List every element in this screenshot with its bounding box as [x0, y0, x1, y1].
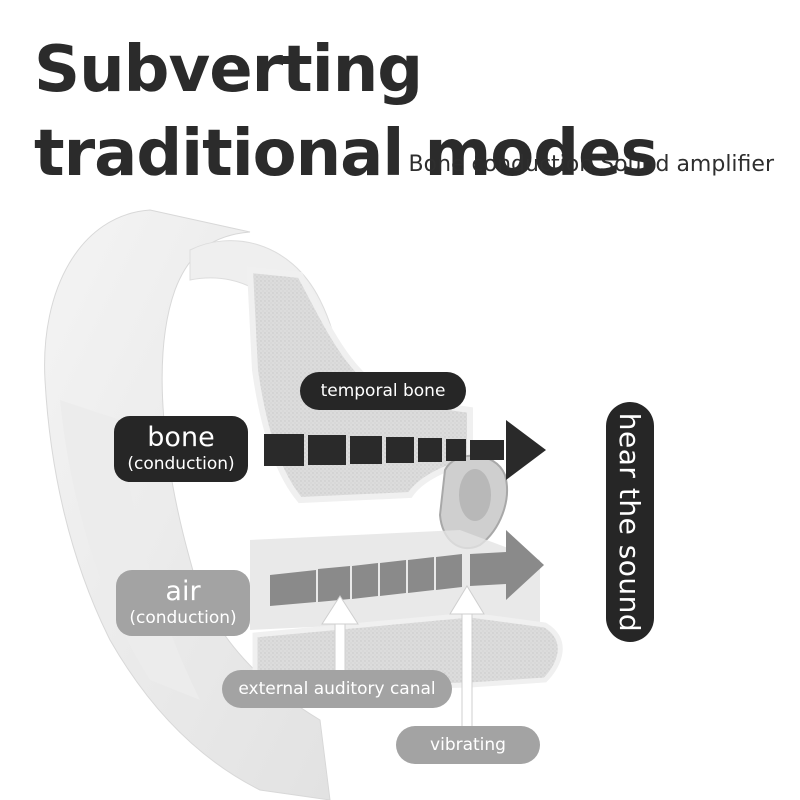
page-title: Subverting traditional modes — [34, 33, 659, 191]
bone-conduction-arrow — [264, 420, 546, 480]
canal-up-arrow — [321, 595, 359, 679]
hear-the-sound-label: hear the sound — [606, 402, 654, 642]
subtitle: Bone conduction Sound amplifier — [408, 152, 774, 177]
vibrating-label: vibrating — [396, 726, 540, 764]
outer-ear-shape — [44, 209, 331, 800]
bone-sublabel-text: (conduction) — [127, 454, 235, 474]
vibrating-text: vibrating — [430, 735, 506, 755]
temporal-bone-text: temporal bone — [320, 381, 446, 401]
bone-label-text: bone — [147, 422, 215, 453]
bone-conduction-label: bone (conduction) — [114, 416, 248, 482]
air-sublabel-text: (conduction) — [129, 608, 237, 628]
hear-text: hear the sound — [613, 412, 647, 632]
air-conduction-arrow — [270, 530, 544, 606]
air-label-text: air — [165, 576, 201, 607]
external-canal-text: external auditory canal — [238, 679, 436, 699]
air-conduction-label: air (conduction) — [116, 570, 250, 636]
external-canal-label: external auditory canal — [222, 670, 452, 708]
ossicle-shape — [459, 469, 491, 521]
temporal-bone-label: temporal bone — [300, 372, 466, 410]
